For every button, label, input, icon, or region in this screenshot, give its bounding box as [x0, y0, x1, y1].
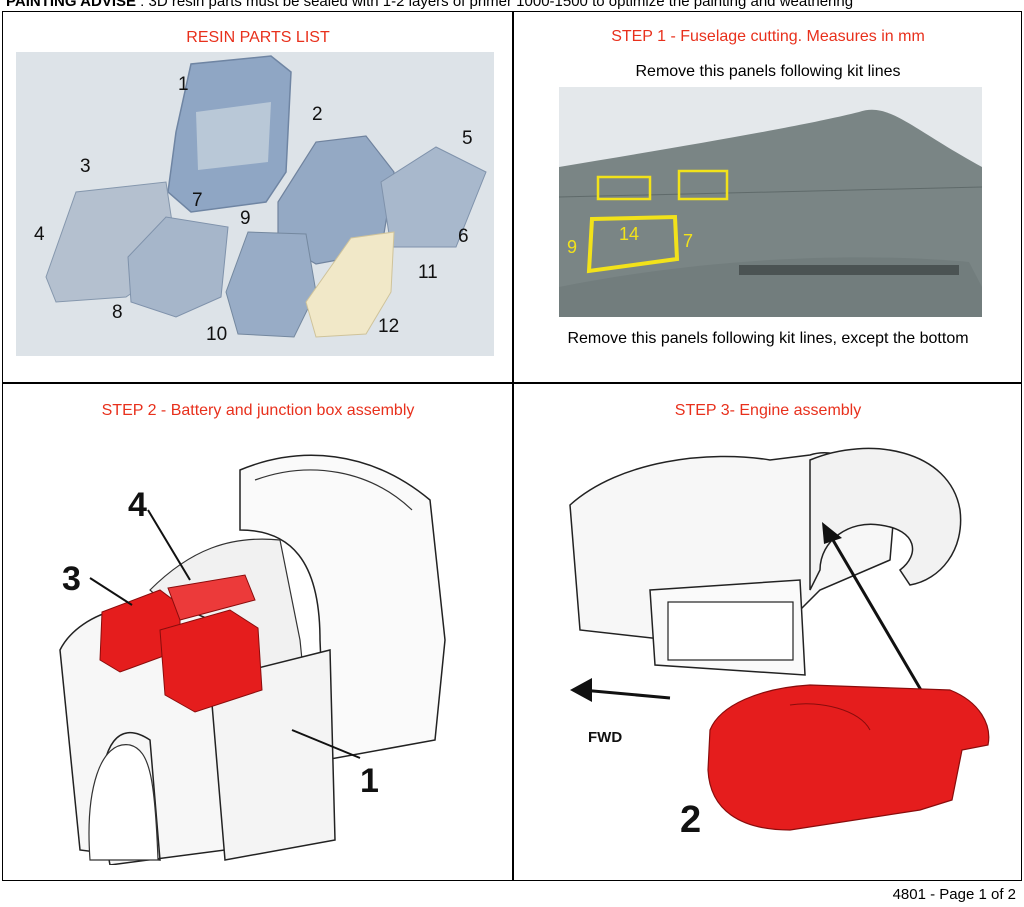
step1-title: STEP 1 - Fuselage cutting. Measures in m…: [611, 28, 925, 45]
banner-bold: PAINTING ADVISE: [6, 0, 137, 10]
cut-panel-top-right: [677, 169, 729, 201]
part-label-12: 12: [378, 316, 399, 337]
part-label-8: 8: [112, 302, 123, 323]
battery-assembly-drawing: 4 3 1: [59, 454, 446, 865]
part-label-11: 11: [418, 262, 438, 283]
step2-title: STEP 2 - Battery and junction box assemb…: [101, 402, 415, 419]
measure-7: 7: [683, 231, 693, 251]
banner-rest: : 3D resin parts must be sealed with 1-2…: [136, 0, 854, 10]
resin-parts-photo: 1 2 3 4 5 6 7 8 9 10 11 12: [16, 52, 494, 356]
callout-2: 2: [680, 799, 701, 841]
part-label-2: 2: [312, 104, 323, 125]
fwd-label: FWD: [588, 729, 622, 746]
step3-title: STEP 3- Engine assembly: [674, 402, 862, 419]
cut-panel-bottom: [586, 214, 680, 274]
measure-9: 9: [567, 237, 577, 257]
callout-4: 4: [128, 486, 147, 524]
grid-divider-horizontal: [2, 382, 1022, 384]
part-label-5: 5: [462, 128, 473, 149]
part-label-7: 7: [192, 190, 203, 211]
step1-caption-top: Remove this panels following kit lines: [635, 63, 901, 80]
part-label-4: 4: [34, 224, 45, 245]
parts-list-title: RESIN PARTS LIST: [186, 29, 330, 46]
callout-3: 3: [62, 560, 81, 598]
part-label-1: 1: [178, 74, 189, 95]
cut-panel-top-left: [596, 175, 652, 201]
banner-text: PAINTING ADVISE : 3D resin parts must be…: [6, 0, 853, 10]
grid-divider-vertical: [512, 11, 514, 881]
painting-advice-banner: PAINTING ADVISE : 3D resin parts must be…: [0, 0, 1024, 12]
measure-14: 14: [619, 224, 639, 244]
step1-caption-bottom: Remove this panels following kit lines, …: [567, 330, 969, 347]
fuselage-photo: 9 14 7: [559, 87, 982, 317]
part-label-6: 6: [458, 226, 469, 247]
part-label-10: 10: [206, 324, 227, 345]
callout-1: 1: [360, 762, 379, 800]
page-footer: 4801 - Page 1 of 2: [892, 886, 1016, 903]
part-label-3: 3: [80, 156, 91, 177]
engine-assembly-drawing: FWD 2: [569, 447, 990, 841]
part-label-9: 9: [240, 208, 251, 229]
